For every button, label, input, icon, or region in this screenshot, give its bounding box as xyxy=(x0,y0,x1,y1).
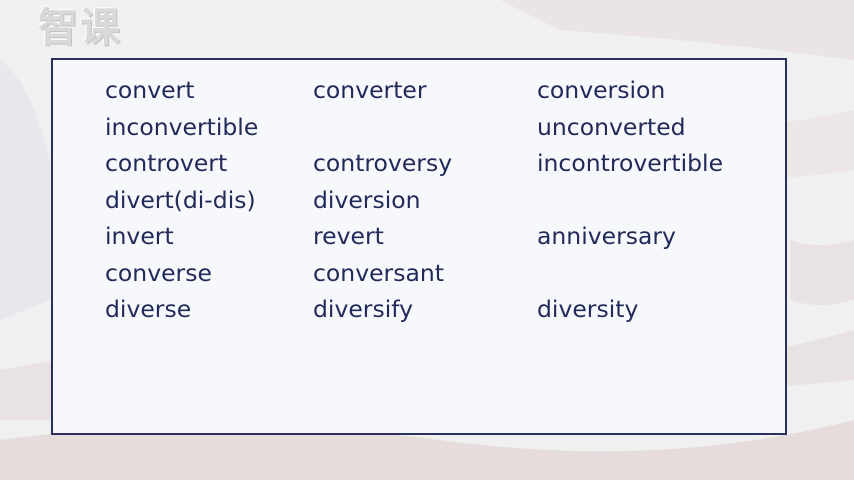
word-cell: diversion xyxy=(313,185,421,214)
word-cell: diversify xyxy=(313,295,414,323)
word-row: divert(di-dis) diversion xyxy=(105,182,765,219)
word-cell: controversy xyxy=(313,149,453,177)
word-row: controvert controversy incontrovertible xyxy=(105,145,765,182)
word-grid: convert converter conversion inconvertib… xyxy=(105,72,765,328)
word-row: convert converter conversion xyxy=(105,72,765,109)
word-cell: diverse xyxy=(105,295,192,323)
word-cell: convert xyxy=(105,76,195,104)
word-cell: diversity xyxy=(537,295,639,323)
word-cell: invert xyxy=(105,222,174,250)
word-cell: divert(di-dis) xyxy=(105,185,256,214)
word-cell: anniversary xyxy=(537,222,676,250)
word-cell: conversion xyxy=(537,76,666,104)
word-row: inconvertible unconverted xyxy=(105,109,765,146)
word-list-panel: convert converter conversion inconvertib… xyxy=(51,58,787,435)
watermark-logo: 智课 xyxy=(38,5,122,51)
word-cell: converter xyxy=(313,76,427,104)
word-cell: unconverted xyxy=(537,112,686,141)
word-row: converse conversant xyxy=(105,255,765,292)
word-cell: controvert xyxy=(105,149,228,177)
word-cell: revert xyxy=(313,222,384,250)
word-row: invert revert anniversary xyxy=(105,218,765,255)
word-cell: inconvertible xyxy=(105,112,259,141)
word-row: diverse diversify diversity xyxy=(105,291,765,328)
word-cell: converse xyxy=(105,258,212,287)
word-cell: conversant xyxy=(313,258,444,287)
word-cell: incontrovertible xyxy=(537,149,724,177)
